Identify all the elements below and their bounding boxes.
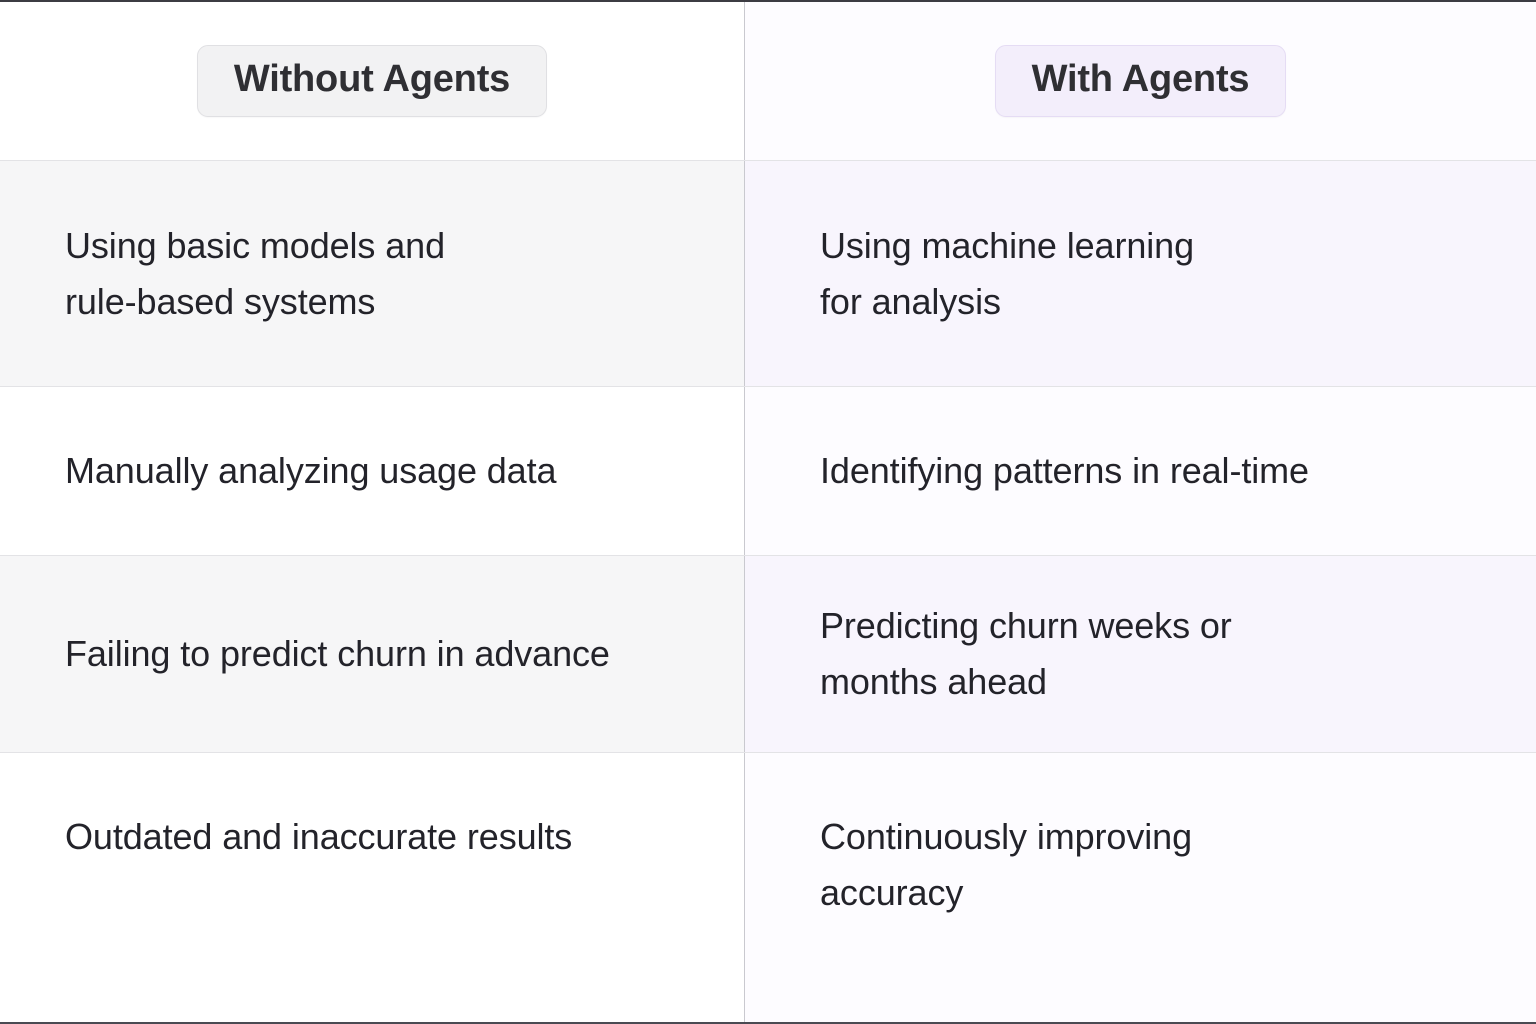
cell-line: for analysis: [820, 280, 1001, 322]
cell-line: rule-based systems: [65, 280, 376, 322]
header-cell-without-agents: Without Agents: [0, 2, 745, 160]
column-badge-with-agents: With Agents: [994, 45, 1287, 117]
cell-text-block: Identifying patterns in real-time: [820, 443, 1309, 499]
column-badge-without-agents: Without Agents: [196, 45, 548, 117]
cell-with-agents-1: Using machine learning for analysis: [745, 161, 1536, 386]
cell-line: Failing to predict churn in advance: [65, 633, 610, 674]
cell-line: Using basic models and: [65, 224, 446, 266]
table-row: Using basic models and rule-based system…: [0, 161, 1536, 387]
cell-text-block: Manually analyzing usage data: [65, 443, 557, 499]
cell-without-agents-1: Using basic models and rule-based system…: [0, 161, 745, 386]
cell-with-agents-4: Continuously improving accuracy: [745, 753, 1536, 1022]
cell-line: Using machine learning: [820, 224, 1195, 266]
table-body: Using basic models and rule-based system…: [0, 161, 1536, 1022]
cell-with-agents-2: Identifying patterns in real-time: [745, 387, 1536, 555]
table-row: Failing to predict churn in advance Pred…: [0, 556, 1536, 753]
cell-without-agents-4: Outdated and inaccurate results: [0, 753, 745, 1022]
cell-text-block: Outdated and inaccurate results: [65, 809, 572, 865]
cell-line: Identifying patterns in real-time: [820, 450, 1309, 491]
cell-line: months ahead: [820, 661, 1047, 702]
cell-without-agents-2: Manually analyzing usage data: [0, 387, 745, 555]
cell-text-block: Using machine learning for analysis: [820, 218, 1194, 330]
cell-text-block: Using basic models and rule-based system…: [65, 218, 445, 330]
cell-line: Manually analyzing usage data: [65, 450, 557, 491]
cell-line: accuracy: [820, 872, 964, 913]
cell-line: Predicting churn weeks or: [820, 605, 1232, 646]
cell-text-block: Continuously improving accuracy: [820, 809, 1192, 921]
header-cell-with-agents: With Agents: [745, 2, 1536, 160]
table-header-row: Without Agents With Agents: [0, 2, 1536, 161]
table-row: Outdated and inaccurate results Continuo…: [0, 753, 1536, 1022]
cell-line: Outdated and inaccurate results: [65, 816, 573, 857]
cell-with-agents-3: Predicting churn weeks or months ahead: [745, 556, 1536, 752]
cell-text-block: Predicting churn weeks or months ahead: [820, 598, 1232, 710]
cell-without-agents-3: Failing to predict churn in advance: [0, 556, 745, 752]
table-row: Manually analyzing usage data Identifyin…: [0, 387, 1536, 556]
cell-line: Continuously improving: [820, 816, 1192, 857]
cell-text-block: Failing to predict churn in advance: [65, 626, 610, 682]
